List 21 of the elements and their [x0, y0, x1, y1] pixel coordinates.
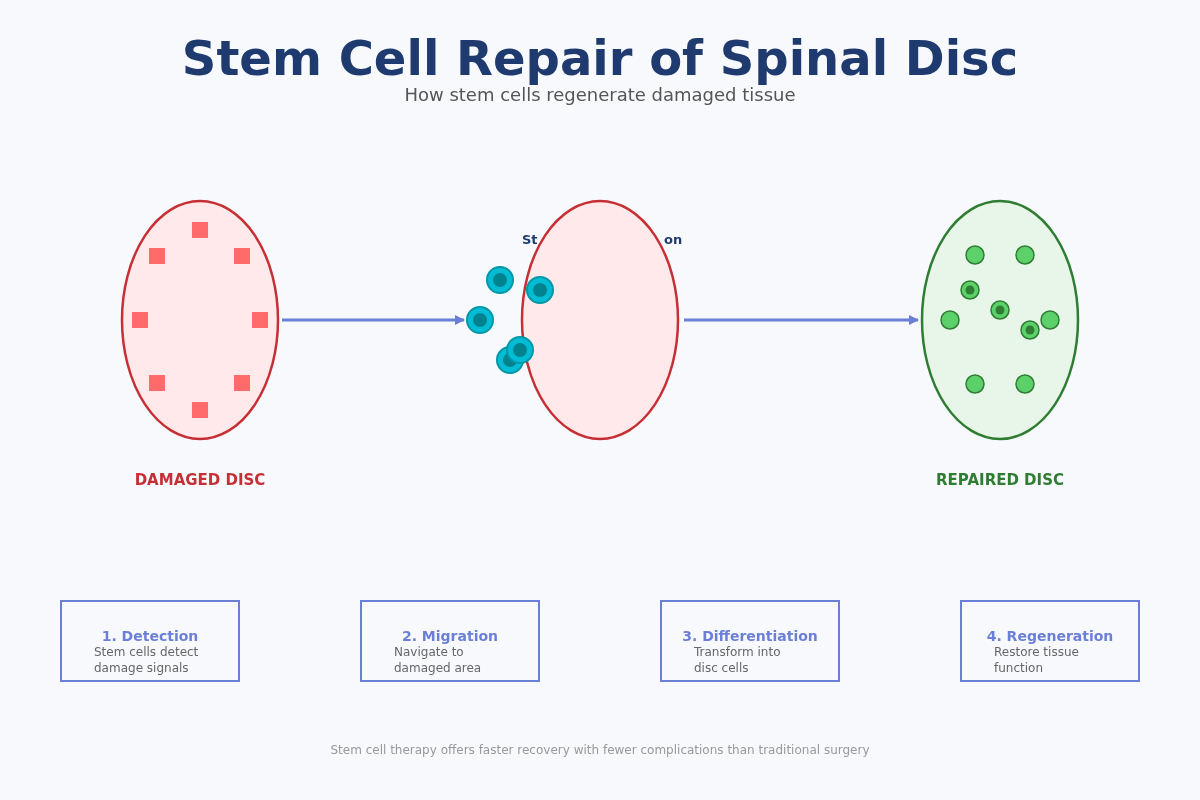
label-fragment: on [664, 232, 683, 247]
step-box [660, 600, 840, 682]
step-title: 2. Migration [401, 628, 499, 644]
arrow [282, 315, 465, 325]
subtitle: How stem cells regenerate damaged tissue [403, 84, 796, 105]
label-fragment: St [522, 232, 538, 247]
caption: Stem cell therapy offers faster recovery with fewer complications than traditional surgery [329, 743, 871, 757]
disc-label: REPAIRED DISC [936, 471, 1064, 489]
step-description: Stem cells detect damage signals [94, 644, 200, 676]
step-box [960, 600, 1140, 682]
step-description: Restore tissue function [994, 644, 1080, 676]
step-title: 4. Regeneration [986, 628, 1114, 644]
arrow [684, 315, 919, 325]
step-description: Navigate to damaged area [394, 644, 483, 676]
step-box [60, 600, 240, 682]
disc-label: DAMAGED DISC [134, 471, 266, 489]
step-title: 3. Differentiation [682, 628, 818, 644]
step-title: 1. Detection [101, 628, 199, 644]
step-box [360, 600, 540, 682]
step-description: Transform into disc cells [694, 644, 782, 676]
diagram-title: Stem Cell Repair of Spinal Disc [180, 30, 1020, 87]
